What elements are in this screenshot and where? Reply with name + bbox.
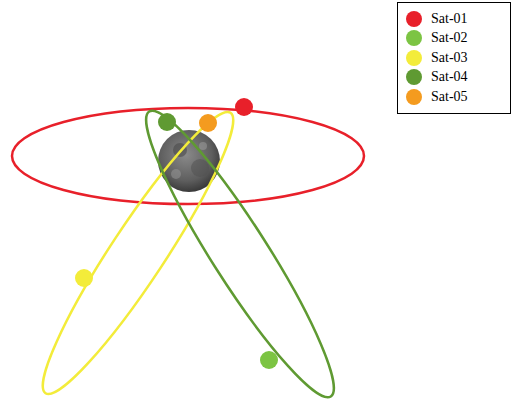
legend-label: Sat-01	[431, 11, 468, 27]
orbit-green	[126, 96, 355, 401]
legend-row: Sat-02	[406, 29, 504, 49]
legend-label: Sat-02	[431, 30, 468, 46]
legend-swatch	[406, 11, 422, 27]
legend-swatch	[406, 89, 422, 105]
legend-box: Sat-01Sat-02Sat-03Sat-04Sat-05	[397, 2, 511, 114]
legend-label: Sat-03	[431, 50, 468, 66]
satellite-dot	[75, 269, 93, 287]
legend-swatch	[406, 30, 422, 46]
orbit-yellow	[23, 98, 253, 401]
satellite-dot	[199, 114, 217, 132]
satellite-dot	[158, 113, 176, 131]
legend-row: Sat-01	[406, 9, 504, 29]
legend-swatch	[406, 69, 422, 85]
legend-label: Sat-04	[431, 69, 468, 85]
legend-label: Sat-05	[431, 89, 468, 105]
legend-row: Sat-05	[406, 87, 504, 107]
orbit-red	[12, 108, 364, 204]
legend-swatch	[406, 50, 422, 66]
satellite-dot	[260, 351, 278, 369]
satellite-dot	[235, 98, 253, 116]
legend-row: Sat-03	[406, 48, 504, 68]
legend-row: Sat-04	[406, 68, 504, 88]
